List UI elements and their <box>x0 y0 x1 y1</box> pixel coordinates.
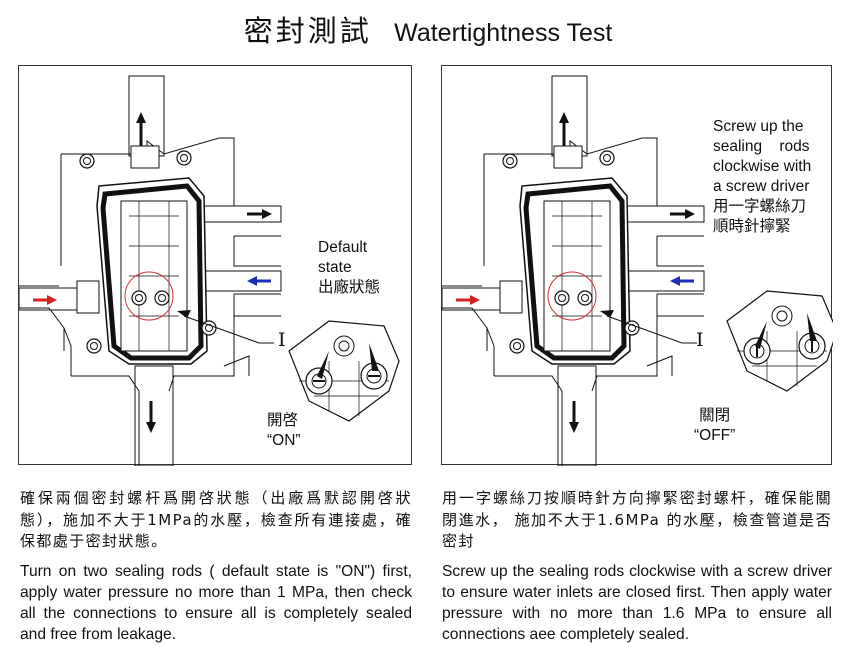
wall-outline <box>442 137 704 466</box>
page-title: 密封測試 Watertightness Test <box>0 8 856 50</box>
pointer-arrow-icon <box>755 321 767 349</box>
sealing-rods <box>131 290 170 306</box>
part-label-i: I <box>696 329 704 351</box>
mounting-screws <box>502 150 640 354</box>
pointer-arrow-icon <box>807 313 817 341</box>
valve-box-illustration <box>19 75 400 466</box>
instruction-en: Screw up the sealing rods clockwise with… <box>442 562 832 643</box>
instruction-line: a screw driver <box>713 178 810 195</box>
instruction-line: Screw up the <box>713 118 804 135</box>
label-default-zh: 出廠狀態 <box>318 279 381 296</box>
instruction-line: clockwise with <box>713 158 812 175</box>
instruction-zh: 用一字螺絲刀按順時針方向擰緊密封螺杆，確保能關閉進水， 施加不大于1.6MPa … <box>442 489 832 550</box>
part-label-i: I <box>278 329 286 351</box>
on-label: 開啓 “ON” <box>267 411 301 451</box>
instruction-line: sealing rods <box>713 138 810 155</box>
default-state-label: Default state 出廠狀態 <box>318 238 380 298</box>
pipe-bottom <box>134 365 174 466</box>
sealing-rod-detail-inset <box>288 320 400 422</box>
flow-arrows <box>456 112 695 433</box>
highlight-circle <box>547 271 597 321</box>
leader-line <box>606 315 697 344</box>
instruction-line-zh: 順時針擰緊 <box>713 218 791 235</box>
instruction-en: Turn on two sealing rods ( default state… <box>20 562 412 643</box>
highlight-circle <box>124 271 174 321</box>
title-en: Watertightness Test <box>394 19 613 47</box>
instruction-zh: 確保兩個密封螺杆爲開啓狀態（出廠爲默認開啓狀態），施加不大于1MPa的水壓，檢查… <box>20 489 412 550</box>
label-off-en: “OFF” <box>694 427 736 444</box>
leader-line <box>183 315 274 344</box>
instructions-on: 確保兩個密封螺杆爲開啓狀態（出廠爲默認開啓狀態），施加不大于1MPa的水壓，檢查… <box>20 488 412 645</box>
label-default: Default <box>318 239 368 256</box>
flow-arrows <box>33 112 272 433</box>
sealing-rod-detail-inset <box>726 290 833 392</box>
valve-body <box>499 145 631 365</box>
valve-box-illustration <box>442 75 833 466</box>
off-label: 關閉 “OFF” <box>694 406 735 446</box>
sealing-rods <box>554 290 593 306</box>
label-state: state <box>318 259 352 276</box>
label-on-zh: 開啓 <box>267 412 299 429</box>
instruction-line-zh: 用一字螺絲刀 <box>713 198 807 215</box>
pipe-bottom <box>557 365 597 466</box>
title-zh: 密封測試 <box>243 14 372 48</box>
wall-outline <box>19 137 281 466</box>
pointer-arrow-icon <box>369 343 379 371</box>
wall-outline <box>483 154 673 376</box>
valve-body <box>76 145 208 365</box>
wall-outline <box>60 154 250 376</box>
pointer-arrow-icon <box>177 310 191 318</box>
mounting-screws <box>79 150 217 354</box>
pointer-arrow-icon <box>317 351 329 379</box>
figure-default-state: Default state 出廠狀態 I 開啓 “ON” <box>18 65 412 466</box>
label-on-en: “ON” <box>267 432 301 449</box>
label-off-zh: 關閉 <box>699 407 731 424</box>
instructions-off: 用一字螺絲刀按順時針方向擰緊密封螺杆，確保能關閉進水， 施加不大于1.6MPa … <box>442 488 832 645</box>
screw-instruction-label: Screw up the sealing rods clockwise with… <box>713 117 825 237</box>
figure-closed-state: Screw up the sealing rods clockwise with… <box>441 65 833 466</box>
pointer-arrow-icon <box>600 310 614 318</box>
